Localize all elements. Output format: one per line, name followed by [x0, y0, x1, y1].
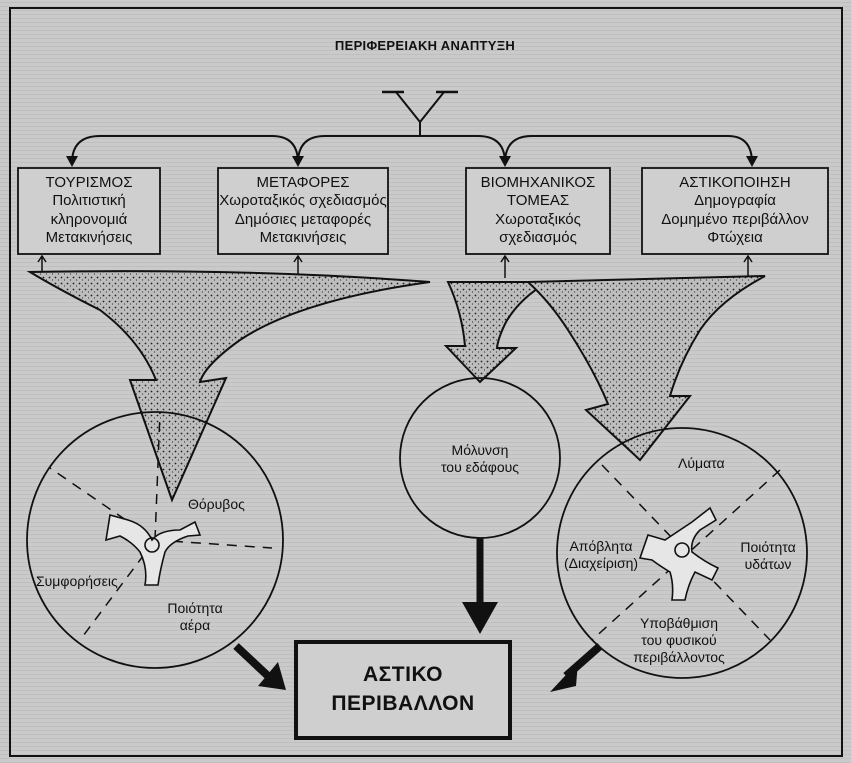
label-soil-pollution-line: του εδάφους	[440, 459, 520, 476]
label-soil-pollution-line: Μόλυνση	[451, 442, 509, 458]
sector-industry-line: σχεδιασμός	[499, 228, 577, 246]
label-water-quality: Ποιότητα υδάτων	[732, 539, 804, 573]
label-waste-line: (Διαχείριση)	[563, 555, 639, 572]
sector-industry-line: Χωροταξικός	[495, 210, 581, 228]
sector-transport-line: Δημόσιες μεταφορές	[234, 210, 372, 228]
label-air-quality-line: αέρα	[179, 617, 211, 634]
left-circle-converging-arrows	[105, 513, 202, 586]
sector-transport: ΜΕΤΑΦΟΡΕΣ Χωροταξικός σχεδιασμός Δημόσιε…	[218, 174, 388, 247]
label-degradation: Υποβάθμιση του φυσικού περιβάλλοντος	[614, 615, 744, 666]
result-box	[294, 640, 512, 740]
diagram-title: ΠΕΡΙΦΕΡΕΙΑΚΗ ΑΝΑΠΤΥΞΗ	[334, 38, 516, 53]
arrowhead-urbanization	[746, 156, 758, 167]
outer-frame	[9, 7, 843, 757]
sector-urbanization-heading: ΑΣΤΙΚΟΠΟΙΗΣΗ	[679, 174, 791, 191]
label-air-quality: Ποιότητα αέρα	[160, 600, 230, 634]
box-transport	[217, 167, 389, 255]
label-soil-pollution: Μόλυνση του εδάφους	[410, 442, 550, 476]
arrowhead-tourism	[66, 156, 78, 167]
title-connector-lines	[71, 122, 753, 164]
label-degradation-line: περιβάλλοντος	[633, 649, 725, 666]
arrow-left-to-result	[233, 643, 271, 679]
label-water-quality-line: Ποιότητα	[740, 539, 796, 555]
label-waste-line: Απόβλητα	[569, 538, 633, 554]
sector-industry: ΒΙΟΜΗΧΑΝΙΚΟΣ ΤΟΜΕΑΣ Χωροταξικός σχεδιασμ…	[466, 174, 610, 247]
box-urbanization	[641, 167, 829, 255]
label-sewage: Λύματα	[678, 455, 725, 471]
sector-urbanization: ΑΣΤΙΚΟΠΟΙΗΣΗ Δημογραφία Δομημένο περιβάλ…	[642, 174, 828, 247]
sector-transport-line: Χωροταξικός σχεδιασμός	[219, 192, 387, 210]
sector-industry-line: ΤΟΜΕΑΣ	[506, 192, 570, 210]
funnel-arrows	[26, 270, 766, 503]
arrowhead-industry	[499, 156, 511, 167]
label-congestion: Συμφορήσεις	[36, 573, 118, 589]
right-circle-converging-arrows	[638, 506, 720, 601]
result-label-line: ΠΕΡΙΒΑΛΛΟΝ	[331, 692, 475, 716]
sector-urbanization-line: Δομημένο περιβάλλον	[661, 210, 809, 228]
label-noise: Θόρυβος	[188, 496, 245, 512]
sector-industry-heading: ΒΙΟΜΗΧΑΝΙΚΟΣ	[480, 174, 596, 191]
result-arrows	[233, 538, 603, 692]
label-air-quality-line: Ποιότητα	[167, 600, 223, 616]
funnel-to-right-circle	[525, 275, 766, 462]
result-label: ΑΣΤΙΚΟ ΠΕΡΙΒΑΛΛΟΝ	[296, 660, 510, 719]
box-industry	[465, 167, 611, 255]
sector-tourism-line: Πολιτιστική	[52, 192, 126, 210]
sector-tourism-line: Μετακινήσεις	[45, 228, 133, 246]
label-degradation-line: του φυσικού	[641, 632, 717, 649]
sector-urbanization-line: Φτώχεια	[707, 228, 763, 246]
funnel-to-middle-circle	[443, 281, 552, 384]
box-tourism	[17, 167, 161, 255]
sector-tourism-line: κληρονομιά	[50, 210, 128, 228]
result-label-line: ΑΣΤΙΚΟ	[363, 663, 443, 686]
label-waste: Απόβλητα (Διαχείριση)	[556, 538, 646, 572]
connector-arrowheads	[66, 156, 758, 167]
sector-transport-line: Μετακινήσεις	[259, 228, 347, 246]
sector-transport-heading: ΜΕΤΑΦΟΡΕΣ	[256, 174, 350, 191]
label-water-quality-line: υδάτων	[744, 556, 792, 573]
arrowhead-transport	[292, 156, 304, 167]
funnel-to-left-circle	[26, 270, 431, 503]
sector-urbanization-line: Δημογραφία	[694, 192, 776, 210]
sector-tourism: ΤΟΥΡΙΣΜΟΣ Πολιτιστική κληρονομιά Μετακιν…	[18, 174, 160, 247]
sector-tourism-heading: ΤΟΥΡΙΣΜΟΣ	[45, 174, 133, 191]
label-degradation-line: Υποβάθμιση	[639, 615, 719, 631]
